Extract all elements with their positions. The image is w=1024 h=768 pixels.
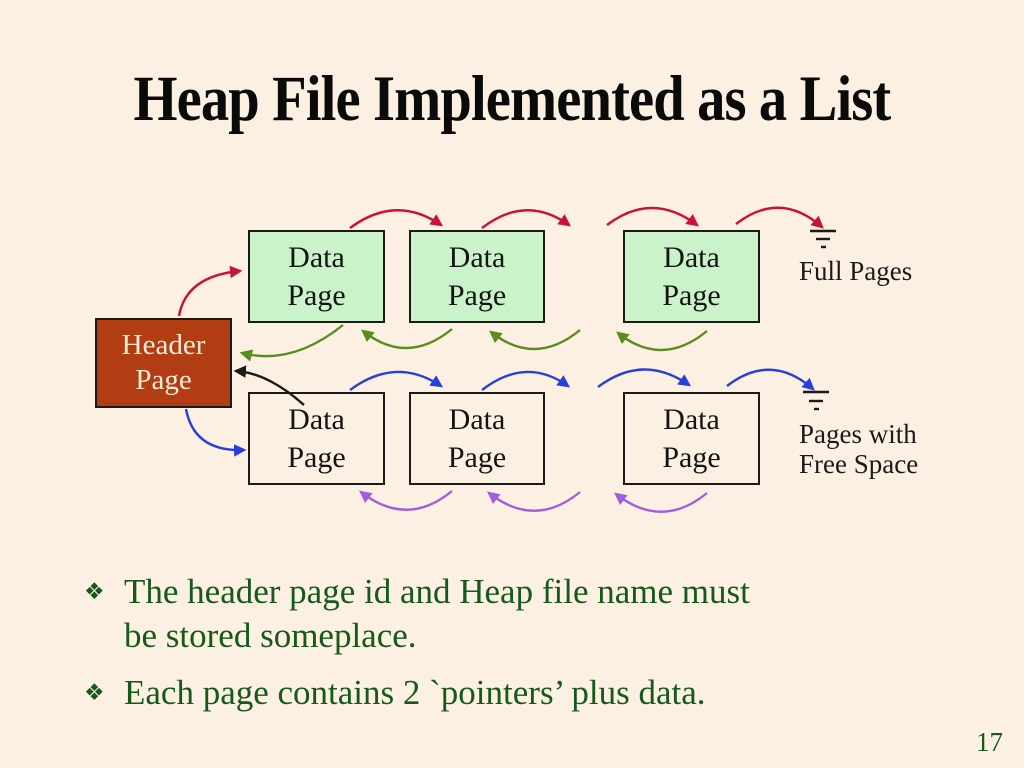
bullet-list: ❖ The header page id and Heap file name … <box>84 570 984 728</box>
prev-pointer-arrows-full-pages <box>239 324 708 362</box>
arrow-free-1-to-2 <box>349 370 444 391</box>
data-page-box-full-3: Data Page <box>623 230 760 323</box>
data-page-box-free-2: Data Page <box>409 392 545 485</box>
full-pages-label: Full Pages <box>799 256 913 286</box>
arrow-full-2-out <box>481 209 572 229</box>
bullet-item-1: ❖ The header page id and Heap file name … <box>84 570 984 658</box>
arrow-full-3-to-end <box>735 206 824 229</box>
arrow-free-3-to-end <box>726 368 815 391</box>
data-page-box-free-1: Data Page <box>248 392 385 485</box>
data-page-box-free-3: Data Page <box>623 392 760 485</box>
prev-pointer-arrows-free-pages <box>359 490 708 513</box>
free-pages-label: Pages with Free Space <box>799 419 919 479</box>
header-page-label-line1: Header <box>121 329 206 361</box>
arrow-full-1-to-2 <box>349 209 444 229</box>
bullet-text-1: The header page id and Heap file name mu… <box>124 572 750 655</box>
arrow-free-into-3 <box>597 368 692 388</box>
end-of-list-ground-icon-free <box>803 390 829 411</box>
arrow-full-into-3 <box>606 206 699 227</box>
arrow-header-to-full-1 <box>177 265 243 317</box>
slide-title: Heap File Implemented as a List <box>133 63 892 135</box>
arrow-full-1-to-header <box>239 324 344 362</box>
page-number: 17 <box>976 727 1003 757</box>
arrow-free-back-a <box>487 491 581 512</box>
arrow-free-back-b <box>614 492 708 513</box>
diamond-bullet-icon: ❖ <box>84 680 105 706</box>
arrow-header-to-free-1 <box>184 408 247 457</box>
header-page-box: Header Page <box>95 318 232 408</box>
arrow-free-2-out <box>481 370 571 391</box>
end-of-list-ground-icon-full <box>810 229 836 249</box>
data-page-box-full-1: Data Page <box>248 230 385 323</box>
data-page-box-full-2: Data Page <box>409 230 545 323</box>
bullet-text-2: Each page contains 2 `pointers’ plus dat… <box>124 673 706 712</box>
header-page-label-line2: Page <box>135 364 192 396</box>
diamond-bullet-icon: ❖ <box>84 579 105 605</box>
arrow-full-back-a <box>489 329 581 351</box>
arrow-free-2-to-1 <box>359 490 453 511</box>
arrow-full-back-b <box>616 330 708 352</box>
bullet-item-2: ❖ Each page contains 2 `pointers’ plus d… <box>84 671 984 715</box>
arrow-full-2-to-1 <box>361 328 453 350</box>
